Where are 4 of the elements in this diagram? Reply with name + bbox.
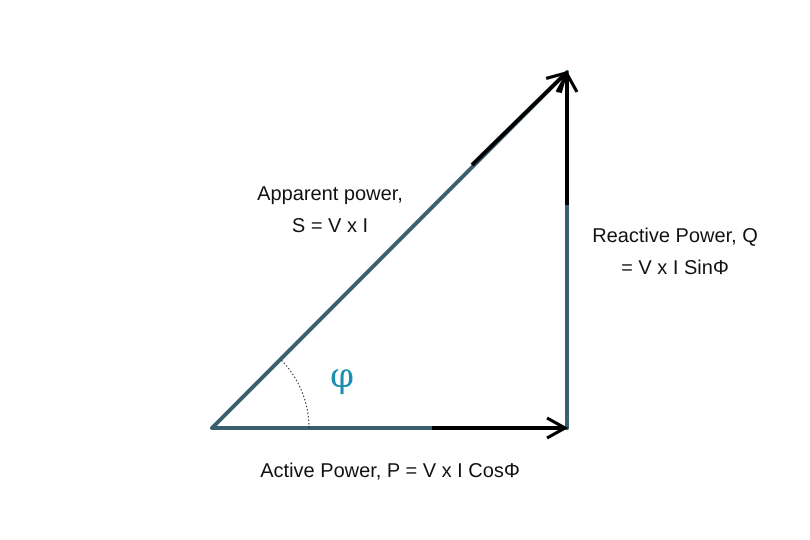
side-label: Apparent power, S = V x I (256, 182, 404, 239)
angle-label: φ (329, 355, 355, 398)
side-label: Active Power, P = V x I CosΦ (259, 459, 521, 484)
side-label: Reactive Power, Q = V x I SinΦ (591, 224, 759, 281)
